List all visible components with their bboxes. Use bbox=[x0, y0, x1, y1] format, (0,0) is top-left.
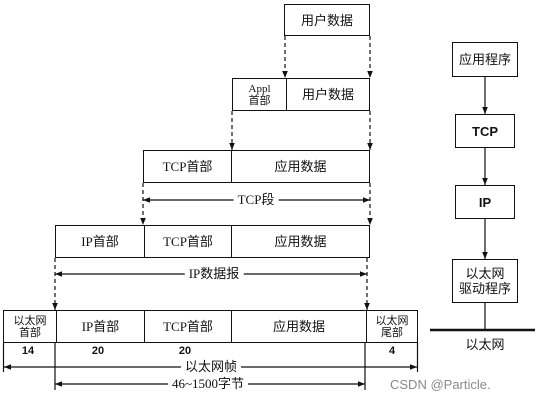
ip-datagram-label: IP数据报 bbox=[184, 266, 244, 282]
ip-layer-box: IP bbox=[455, 185, 515, 219]
ethernet-driver-line2: 驱动程序 bbox=[458, 281, 511, 296]
tcp-header-cell: TCP首部 bbox=[144, 311, 231, 342]
ethernet-header-size: 14 bbox=[21, 345, 35, 357]
tcp-layer-box: TCP bbox=[455, 114, 515, 148]
appl-header-cell: Appl 首部 bbox=[233, 79, 286, 110]
app-data-cell: 应用数据 bbox=[231, 151, 369, 182]
application-row: Appl 首部 用户数据 bbox=[232, 78, 370, 111]
ethernet-frame-label: 以太网帧 bbox=[180, 359, 242, 375]
ethernet-trailer-cell: 以太网 尾部 bbox=[366, 311, 417, 342]
tcp-header-cell: TCP首部 bbox=[144, 226, 231, 257]
user-data-cell: 用户数据 bbox=[300, 12, 353, 28]
app-data-cell: 应用数据 bbox=[231, 311, 366, 342]
ethernet-header-line1: 以太网 bbox=[13, 314, 47, 327]
appl-header-line2: 首部 bbox=[248, 94, 271, 107]
user-data-row: 用户数据 bbox=[284, 4, 370, 36]
ethernet-trailer-line1: 以太网 bbox=[375, 314, 409, 327]
ethernet-frame-row: 以太网 首部 IP首部 TCP首部 应用数据 以太网 尾部 bbox=[3, 310, 418, 343]
ethernet-driver-box: 以太网 驱动程序 bbox=[452, 259, 518, 303]
ip-header-cell: IP首部 bbox=[56, 311, 144, 342]
tcp-segment-label: TCP段 bbox=[233, 192, 279, 208]
ethernet-driver-line1: 以太网 bbox=[465, 266, 505, 281]
user-data-cell: 用户数据 bbox=[286, 79, 369, 110]
appl-header-line1: Appl bbox=[248, 82, 271, 95]
ip-header-size: 20 bbox=[91, 345, 105, 357]
ethernet-trailer-size: 4 bbox=[388, 345, 396, 357]
watermark: CSDN @Particle. bbox=[390, 377, 491, 392]
app-data-cell: 应用数据 bbox=[231, 226, 369, 257]
ethernet-header-line2: 首部 bbox=[19, 326, 41, 339]
ethernet-network-label: 以太网 bbox=[465, 337, 505, 352]
ip-header-cell: IP首部 bbox=[81, 234, 119, 249]
tcp-header-cell: TCP首部 bbox=[162, 159, 213, 174]
tcp-segment-row: TCP首部 应用数据 bbox=[143, 150, 370, 183]
tcp-header-size: 20 bbox=[178, 345, 192, 357]
ethernet-header-cell: 以太网 首部 bbox=[4, 311, 56, 342]
ethernet-trailer-line2: 尾部 bbox=[381, 326, 403, 339]
payload-size-label: 46~1500字节 bbox=[167, 376, 249, 392]
ip-datagram-row: IP首部 TCP首部 应用数据 bbox=[55, 225, 370, 258]
application-layer-box: 应用程序 bbox=[452, 42, 518, 77]
